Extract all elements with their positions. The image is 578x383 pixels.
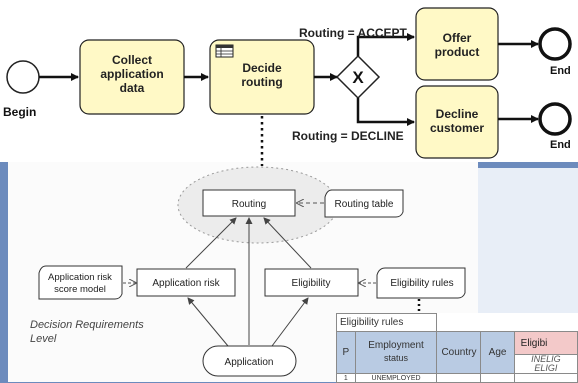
end-label-accept: End — [550, 65, 571, 77]
column-country: Country — [436, 331, 482, 374]
flow-gateway-offer — [356, 33, 415, 56]
end-event-accept — [538, 27, 572, 61]
business-rule-icon — [215, 44, 234, 58]
decision-eligibility[interactable] — [264, 268, 359, 297]
task-offer-line-1: Offer — [443, 31, 472, 45]
task-offer-line-2: product — [435, 45, 480, 59]
task-decline-line-1: Decline — [436, 107, 479, 121]
task-decline-line-2: customer — [430, 121, 484, 135]
end-label-decline: End — [550, 139, 571, 151]
level-caption-line-1: Decision Requirements — [30, 319, 144, 331]
task-decide-line-1: Decide — [242, 61, 282, 75]
decision-routing[interactable] — [202, 189, 296, 217]
rule-cell-output — [513, 373, 578, 383]
task-decide-line-2: routing — [241, 75, 282, 89]
knowledge-source-eligibility-rules[interactable] — [376, 267, 466, 299]
level-caption-line-2: Level — [30, 333, 57, 345]
gateway-x-icon: X — [352, 68, 364, 87]
rule-number-cell: 1 — [336, 373, 356, 383]
decision-table-caption: Eligibility rules — [335, 313, 438, 332]
application-risk-label: Application risk — [152, 278, 220, 289]
flow-gateway-decline — [356, 98, 415, 126]
eligibility-label: Eligibility — [292, 278, 331, 289]
column-eligibility-output: Eligibi — [513, 331, 578, 355]
task-collect-line-3: data — [120, 81, 145, 95]
start-label: Begin — [3, 105, 36, 119]
task-collect-line-2: application — [100, 67, 163, 81]
column-age: Age — [480, 331, 515, 374]
end-event-decline — [538, 102, 572, 136]
requirement-application-eligibility — [271, 297, 309, 347]
risk-score-model-line-2: score model — [54, 284, 106, 295]
eligibility-rules-label: Eligibility rules — [390, 278, 453, 289]
decision-application-risk[interactable] — [136, 268, 236, 297]
start-event — [6, 60, 40, 94]
rule-cell-country — [436, 373, 482, 383]
rule-cell-age — [480, 373, 515, 383]
routing-table-label: Routing table — [335, 199, 394, 210]
requirement-application-risk — [187, 297, 229, 347]
task-collect-line-1: Collect — [112, 53, 152, 67]
knowledge-source-risk-score-model[interactable] — [38, 265, 123, 300]
task-decline-customer[interactable] — [415, 85, 499, 159]
input-data-label: Application — [225, 357, 274, 368]
requirement-risk-routing — [185, 217, 237, 269]
decision-routing-label: Routing — [232, 199, 266, 210]
input-data-application[interactable] — [202, 345, 297, 377]
rule-first-cell: UNEMPLOYED — [354, 373, 438, 383]
branch-decline-label: Routing = DECLINE — [292, 129, 404, 143]
requirement-eligibility-routing — [263, 217, 312, 269]
knowledge-source-routing-table[interactable] — [324, 189, 404, 218]
hit-policy-cell: P — [336, 331, 356, 374]
branch-accept-label: Routing = ACCEPT — [299, 26, 408, 40]
risk-score-model-line-1: Application risk — [48, 272, 112, 283]
